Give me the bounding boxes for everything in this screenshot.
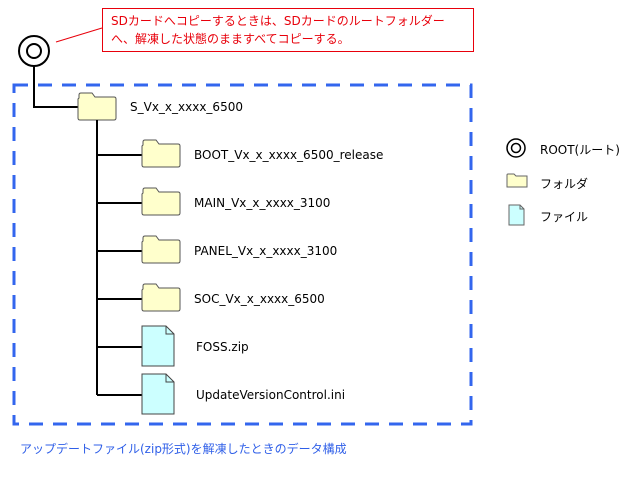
file-icon — [141, 325, 175, 367]
callout-line-2: へ、解凍した状態のまますべてコピーする。 — [111, 32, 350, 46]
extracted-area-box — [12, 83, 473, 426]
folder-icon — [141, 235, 181, 264]
folder-label: BOOT_Vx_x_xxxx_6500_release — [194, 148, 384, 162]
folder-label: MAIN_Vx_x_xxxx_3100 — [194, 196, 331, 210]
top-folder-label: S_Vx_x_xxxx_6500 — [130, 100, 243, 114]
legend-root-label: ROOT(ルート) — [540, 143, 620, 157]
folder-icon — [141, 139, 181, 168]
callout-pointer — [55, 27, 103, 43]
callout-note: SDカードへコピーするときは、SDカードのルートフォルダー へ、解凍した状態のま… — [102, 8, 474, 52]
legend-folder-label: フォルダ — [540, 177, 589, 191]
folder-label: SOC_Vx_x_xxxx_6500 — [194, 292, 325, 306]
file-icon — [141, 373, 175, 415]
file-label: FOSS.zip — [196, 340, 249, 354]
folder-icon — [141, 283, 181, 312]
legend-file-icon — [508, 204, 525, 226]
connector-root — [33, 66, 78, 108]
folder-label: PANEL_Vx_x_xxxx_3100 — [194, 244, 338, 258]
legend-root-icon — [506, 138, 526, 158]
legend-folder-icon — [506, 173, 528, 188]
file-label: UpdateVersionControl.ini — [196, 388, 346, 402]
root-icon — [18, 35, 50, 67]
folder-icon — [141, 187, 181, 216]
folder-icon — [77, 92, 117, 121]
legend-file-label: ファイル — [540, 210, 589, 224]
diagram-caption: アップデートファイル(zip形式)を解凍したときのデータ構成 — [20, 442, 347, 456]
callout-line-1: SDカードへコピーするときは、SDカードのルートフォルダー — [111, 14, 445, 28]
